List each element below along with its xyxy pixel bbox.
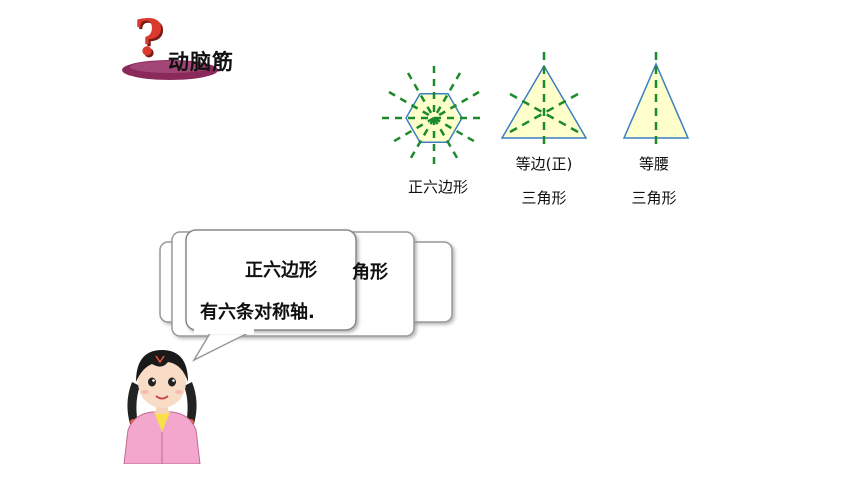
equilateral-triangle-figure <box>500 52 588 146</box>
hexagon-axes <box>382 66 486 170</box>
hexagon-label: 正六边形 <box>407 178 468 196</box>
isosceles-triangle-label-2: 三角形 <box>631 189 677 207</box>
girl-avatar <box>123 350 201 464</box>
question-mark-icon: ? <box>134 8 164 67</box>
hexagon-figure <box>382 66 486 170</box>
equilateral-triangle-label-2: 三角形 <box>521 189 567 207</box>
speech-line-1: 正六边形 <box>245 260 317 281</box>
isosceles-triangle-figure <box>622 52 690 146</box>
page-title: 动脑筋 <box>168 50 234 74</box>
title-badge <box>122 60 218 80</box>
isosceles-triangle-label-1: 等腰 <box>638 155 669 173</box>
speech-line-2: 有六条对称轴. <box>200 302 315 323</box>
equilateral-triangle-label-1: 等边(正) <box>515 155 573 173</box>
speech-bubble-stack <box>159 229 453 362</box>
behind-bubble-fragment: 角形 <box>352 262 388 283</box>
equilateral-triangle-axes <box>509 52 579 146</box>
